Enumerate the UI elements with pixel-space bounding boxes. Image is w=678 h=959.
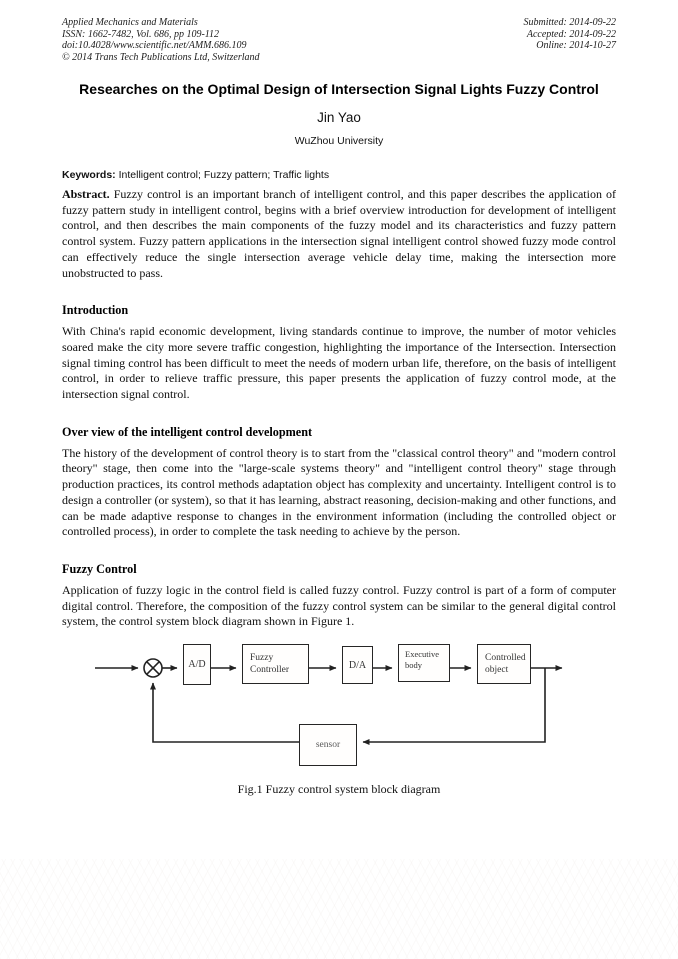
paper-title: Researches on the Optimal Design of Inte… (79, 81, 599, 97)
figure-caption: Fig.1 Fuzzy control system block diagram (237, 782, 441, 797)
block-ad-converter: A/D (183, 644, 211, 686)
abstract-paragraph: Abstract. Fuzzy control is an important … (62, 187, 616, 281)
section-body-fuzzy-control: Application of fuzzy logic in the contro… (62, 582, 616, 629)
block-da-converter: D/A (342, 646, 373, 685)
block-executive-body: Executive body (398, 644, 450, 683)
journal-header: Applied Mechanics and Materials ISSN: 16… (62, 17, 616, 63)
section-heading-introduction: Introduction (62, 303, 129, 318)
figure-1: A/D Fuzzy Controller D/A Executive body … (62, 639, 616, 771)
abstract-label: Abstract. (62, 187, 110, 201)
section-heading-fuzzy-control: Fuzzy Control (62, 561, 137, 576)
block-sensor: sensor (299, 724, 357, 767)
journal-doi: doi:10.4028/www.scientific.net/AMM.686.1… (62, 40, 247, 51)
block-controlled-object: Controlled object (477, 644, 531, 685)
online-date: Online: 2014-10-27 (536, 40, 616, 51)
section-body-overview: The history of the development of contro… (62, 445, 616, 539)
scan-watermark (0, 859, 678, 959)
journal-name: Applied Mechanics and Materials (62, 17, 198, 28)
submitted-date: Submitted: 2014-09-22 (523, 17, 617, 28)
section-heading-overview: Over view of the intelligent control dev… (62, 424, 313, 439)
block-diagram (95, 658, 563, 746)
affiliation: WuZhou University (294, 135, 384, 147)
accepted-date: Accepted: 2014-09-22 (526, 28, 616, 40)
block-fuzzy-controller: Fuzzy Controller (242, 644, 309, 685)
keywords-line: Keywords: Intelligent control; Fuzzy pat… (62, 169, 616, 181)
feedback-line-to-sensor (362, 668, 546, 746)
author-name: Jin Yao (317, 110, 361, 125)
keywords-label: Keywords: (62, 169, 116, 181)
abstract-text: Fuzzy control is an important branch of … (62, 187, 617, 280)
journal-copyright: © 2014 Trans Tech Publications Ltd, Swit… (62, 51, 260, 63)
keywords-text: Intelligent control; Fuzzy pattern; Traf… (118, 169, 330, 181)
journal-info: Applied Mechanics and Materials ISSN: 16… (62, 17, 260, 63)
journal-issn-volume: ISSN: 1662-7482, Vol. 686, pp 109-112 (62, 28, 220, 40)
section-body-introduction: With China's rapid economic development,… (62, 324, 616, 402)
feedback-line-to-junction (150, 682, 299, 743)
submission-dates: Submitted: 2014-09-22 Accepted: 2014-09-… (524, 17, 617, 63)
